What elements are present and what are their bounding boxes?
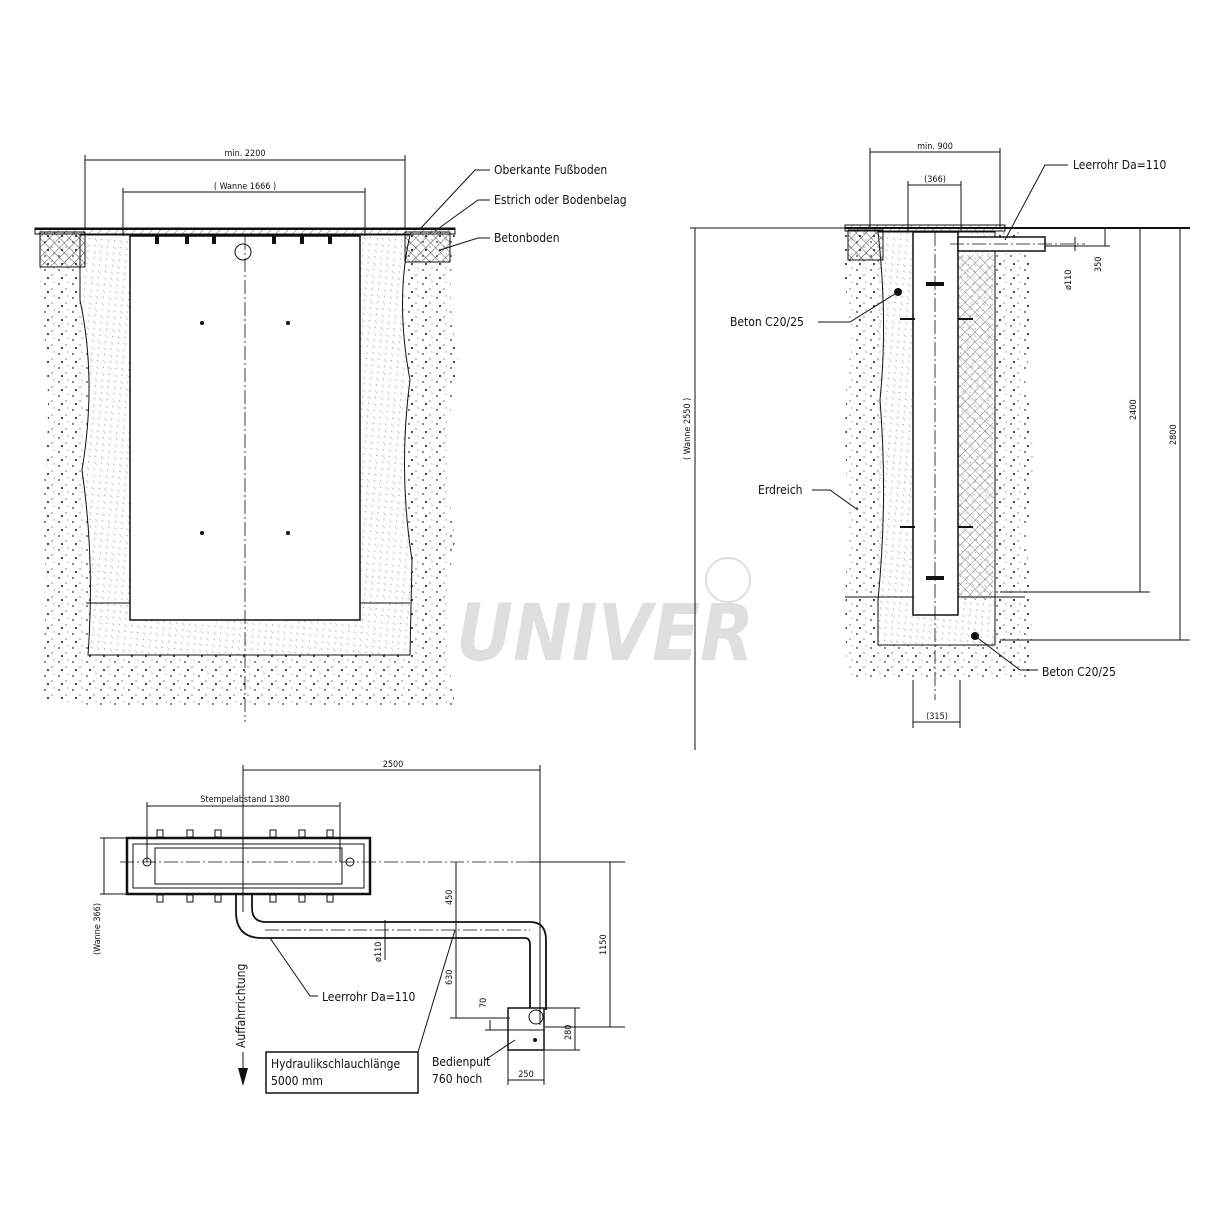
conduit-plan — [235, 894, 547, 1010]
tank-plan — [125, 836, 372, 896]
dim-450: 450 — [445, 890, 455, 905]
label-beton-top: Beton C20/25 — [730, 315, 804, 329]
label-beton-bottom: Beton C20/25 — [1042, 665, 1116, 679]
hose-length-value: 5000 mm — [271, 1074, 323, 1088]
section-view: min. 2200 ( Wanne 1666 ) Oberkante Fußbo… — [34, 149, 627, 722]
label-bedienpult: Bedienpult — [432, 1055, 490, 1069]
dim-350: 350 — [1094, 257, 1104, 272]
hose-length-box — [265, 1051, 419, 1094]
dim-2500: 2500 — [383, 760, 404, 770]
dim-min-900: min. 900 — [917, 142, 953, 152]
dim-min-2200: min. 2200 — [224, 149, 265, 159]
dim-280: 280 — [564, 1025, 574, 1040]
dim-70: 70 — [479, 998, 489, 1008]
label-betonboden: Betonboden — [494, 231, 560, 245]
dim-630: 630 — [445, 970, 455, 985]
tank — [912, 231, 959, 616]
dim-wanne-366: (Wanne 366) — [93, 903, 103, 955]
dim-pipe-110: ø110 — [1064, 270, 1074, 290]
hose-length-title: Hydraulikschlauchlänge — [271, 1057, 400, 1071]
plan-view: 2500 Stempelabstand 1380 (Wanne 366) 450… — [93, 760, 625, 1094]
label-auffahrrichtung: Auffahrrichtung — [234, 964, 248, 1048]
dim-2800: 2800 — [1169, 424, 1179, 445]
watermark-logo: UNIVER — [456, 557, 754, 679]
dim-315: (315) — [926, 712, 948, 722]
dim-2400: 2400 — [1129, 399, 1139, 420]
label-leerrohr: Leerrohr Da=110 — [322, 990, 416, 1004]
side-view: min. 900 (366) (315) ( Wanne 2550 ) 2400… — [683, 142, 1190, 750]
label-leerrohr: Leerrohr Da=110 — [1073, 158, 1167, 172]
label-760-hoch: 760 hoch — [432, 1072, 482, 1086]
label-erdreich: Erdreich — [758, 483, 803, 497]
dim-366: (366) — [924, 175, 946, 185]
svg-text:UNIVER: UNIVER — [456, 589, 754, 679]
dim-stempelabstand: Stempelabstand 1380 — [200, 795, 289, 805]
dim-250: 250 — [518, 1070, 533, 1080]
label-oberkante-fussboden: Oberkante Fußboden — [494, 163, 607, 177]
label-estrich: Estrich oder Bodenbelag — [494, 193, 627, 207]
dim-wanne-2550: ( Wanne 2550 ) — [683, 398, 693, 460]
dim-pipe-110: ø110 — [374, 942, 384, 962]
control-panel — [507, 1007, 545, 1051]
dim-wanne-1666: ( Wanne 1666 ) — [214, 182, 276, 192]
direction-arrow-icon — [238, 1068, 248, 1086]
dim-1150: 1150 — [599, 934, 609, 955]
